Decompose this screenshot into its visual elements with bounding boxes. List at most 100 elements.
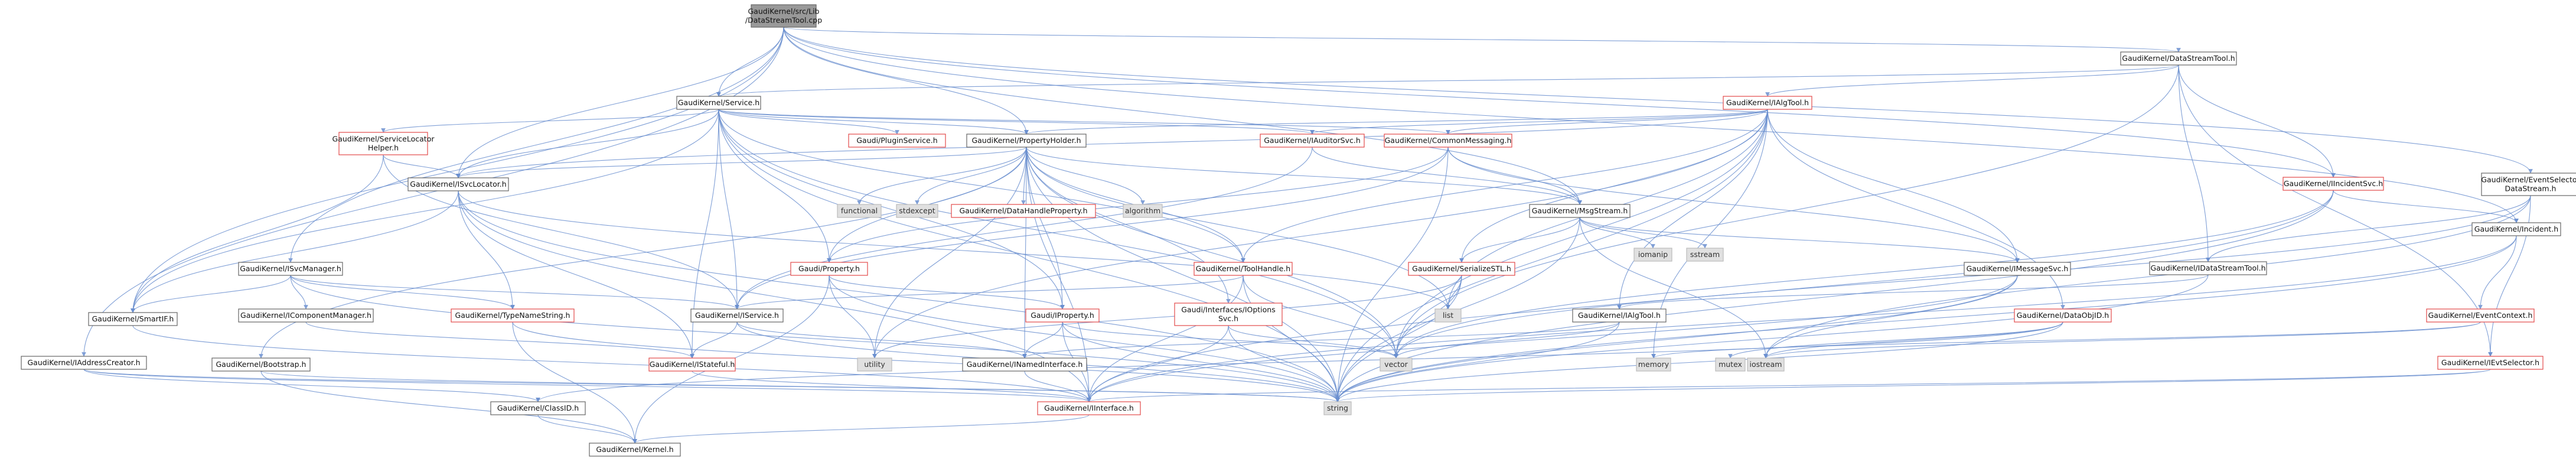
graph-node-idatastreamtool[interactable]: GaudiKernel/IDataStreamTool.h [2149, 261, 2267, 275]
node-box [1529, 204, 1631, 218]
node-label: list [1443, 311, 1453, 320]
node-label: GaudiKernel/IAddressCreator.h [27, 358, 140, 367]
node-box [2282, 177, 2384, 191]
include-edge [1228, 325, 1398, 359]
graph-node-isvclocator[interactable]: GaudiKernel/ISvcLocator.h [407, 177, 509, 191]
graph-node-kernel[interactable]: GaudiKernel/Kernel.h [589, 443, 681, 457]
include-edge [2488, 195, 2531, 357]
include-edge [1087, 275, 2018, 402]
node-box [790, 262, 868, 276]
graph-node-inamedinterface[interactable]: GaudiKernel/INamedInterface.h [962, 357, 1087, 372]
include-edge [1459, 109, 1768, 263]
include-edge [716, 27, 784, 97]
graph-node-dataobjid[interactable]: GaudiKernel/DataObjID.h [2014, 308, 2112, 323]
include-edge [456, 109, 719, 178]
include-edge [1062, 321, 1340, 402]
include-edge [537, 414, 637, 444]
graph-node-service_h[interactable]: GaudiKernel/Service.h [676, 96, 761, 110]
graph-node-iservice[interactable]: GaudiKernel/IService.h [690, 308, 784, 323]
node-label: GaudiKernel/IDataStreamTool.h [2150, 264, 2265, 272]
graph-node-iaddresscreator[interactable]: GaudiKernel/IAddressCreator.h [21, 356, 147, 370]
graph-node-typenamestring[interactable]: GaudiKernel/TypeNameString.h [451, 308, 575, 323]
node-label: GaudiKernel/EventContext.h [2428, 311, 2533, 320]
graph-node-isvcmanager[interactable]: GaudiKernel/ISvcManager.h [238, 262, 343, 276]
node-label: GaudiKernel/PropertyHolder.h [971, 136, 1081, 145]
include-edge [83, 369, 1091, 402]
graph-node-istateful[interactable]: GaudiKernel/IStateful.h [648, 357, 736, 372]
node-box [1174, 303, 1283, 326]
include-edge [1228, 325, 1340, 402]
graph-node-datastreamtool_h[interactable]: GaudiKernel/DataStreamTool.h [2120, 51, 2237, 66]
node-label: GaudiKernel/IMessageSvc.h [1967, 264, 2069, 273]
include-edge [1062, 321, 1398, 359]
include-edge [1579, 217, 1655, 249]
graph-node-stdexcept: stdexcept [896, 204, 938, 218]
include-edge [1335, 274, 2209, 402]
graph-node-incident[interactable]: GaudiKernel/Incident.h [2471, 222, 2561, 236]
graph-node-propertyholder[interactable]: GaudiKernel/PropertyHolder.h [966, 134, 1087, 148]
graph-node-icomponentmanager[interactable]: GaudiKernel/IComponentManager.h [238, 308, 374, 323]
node-label: GaudiKernel/IComponentManager.h [240, 311, 371, 320]
include-edge [1459, 217, 1580, 263]
include-edge [81, 27, 784, 357]
include-edge [718, 109, 739, 310]
graph-node-eventcontext[interactable]: GaudiKernel/EventContext.h [2426, 308, 2535, 323]
include-edge [1579, 217, 1707, 249]
include-edge [1394, 275, 1462, 359]
node-box [1323, 401, 1352, 415]
include-edge [718, 109, 899, 135]
graph-node-ievtselector[interactable]: GaudiKernel/IEvtSelector.h [2437, 356, 2544, 370]
include-edge [718, 109, 832, 263]
graph-node-bootstrap[interactable]: GaudiKernel/Bootstrap.h [211, 357, 311, 372]
graph-node-iinterface[interactable]: GaudiKernel/IInterface.h [1037, 401, 1141, 415]
include-edge [1022, 321, 1063, 359]
graph-node-iauditorsvc[interactable]: GaudiKernel/IAuditorSvc.h [1260, 134, 1365, 148]
include-edge [260, 370, 1340, 402]
node-box [1434, 308, 1462, 323]
graph-node-iproperty[interactable]: Gaudi/IProperty.h [1025, 308, 1100, 323]
include-edge [305, 321, 694, 359]
graph-node-commonmessaging[interactable]: GaudiKernel/CommonMessaging.h [1384, 134, 1512, 148]
node-label: GaudiKernel/IService.h [695, 311, 779, 320]
graph-node-ialgtool2[interactable]: GaudiKernel/IAlgTool.h [1572, 308, 1667, 323]
node-box [1384, 134, 1512, 148]
include-edge [512, 321, 637, 444]
graph-node-datahandleproperty[interactable]: GaudiKernel/DataHandleProperty.h [951, 204, 1096, 218]
graph-node-pluginservice[interactable]: Gaudi/PluginService.h [848, 134, 946, 148]
include-edge [735, 147, 1313, 310]
node-label: GaudiKernel/SerializeSTL.h [1412, 264, 1511, 273]
include-edge [718, 109, 1245, 263]
graph-node-root[interactable]: GaudiKernel/src/Lib/DataStreamTool.cpp [745, 4, 822, 28]
include-edge [783, 27, 2181, 53]
graph-node-serializestl[interactable]: GaudiKernel/SerializeSTL.h [1408, 262, 1515, 276]
graph-node-ialgtool_h[interactable]: GaudiKernel/IAlgTool.h [1723, 96, 1812, 110]
include-edge [872, 109, 1768, 359]
include-edge [1767, 109, 2020, 263]
node-box [1633, 248, 1672, 262]
graph-node-imessagesvc[interactable]: GaudiKernel/IMessageSvc.h [1964, 262, 2071, 276]
include-edge [1335, 109, 1768, 402]
include-edge [1335, 321, 2063, 402]
include-edge [872, 275, 1462, 359]
graph-node-classid[interactable]: GaudiKernel/ClassID.h [490, 401, 586, 415]
include-edge [1579, 217, 2020, 263]
include-edge [1026, 147, 1582, 205]
include-edge [2478, 235, 2517, 310]
node-label: stdexcept [899, 206, 935, 215]
node-label: GaudiKernel/IIncidentSvc.h [2284, 179, 2383, 188]
graph-node-gaudiproperty[interactable]: Gaudi/Property.h [790, 262, 868, 276]
node-box [238, 308, 374, 323]
include-edge [2178, 64, 2210, 262]
graph-node-iincidentsvc[interactable]: GaudiKernel/IIncidentSvc.h [2282, 177, 2384, 191]
graph-node-msgstream[interactable]: GaudiKernel/MsgStream.h [1529, 204, 1631, 218]
node-label: GaudiKernel/ToolHandle.h [1196, 264, 1290, 273]
include-edge [131, 154, 384, 313]
graph-node-mutex: mutex [1715, 357, 1746, 372]
graph-node-toolhandle[interactable]: GaudiKernel/ToolHandle.h [1194, 262, 1293, 276]
node-label: GaudiKernel/DataObjID.h [2017, 311, 2109, 320]
graph-node-smartif[interactable]: GaudiKernel/SmartIF.h [88, 312, 178, 326]
node-label: /DataStreamTool.cpp [745, 16, 822, 25]
